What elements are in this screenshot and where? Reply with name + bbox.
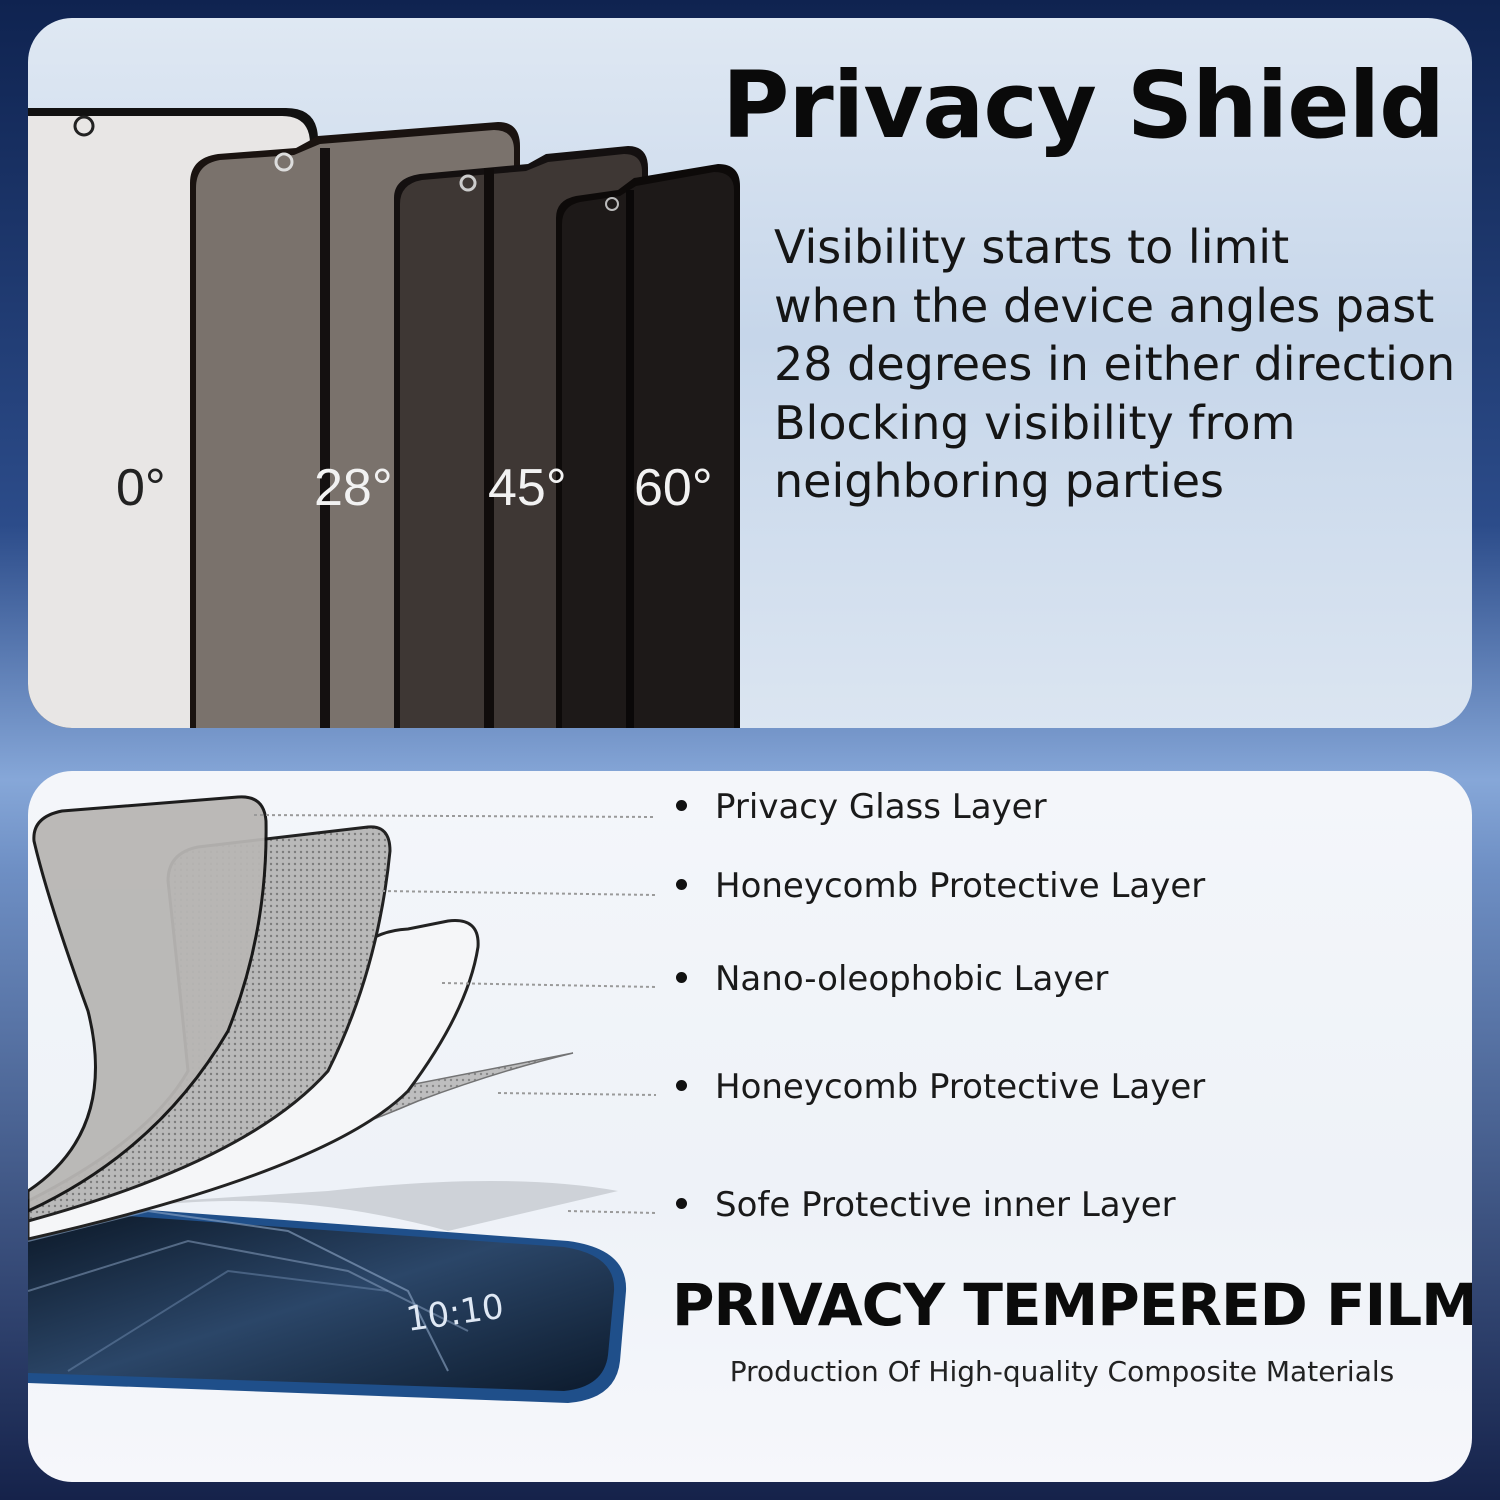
layer-label: Honeycomb Protective Layer	[715, 866, 1206, 906]
description-line: Blocking visibility from	[774, 395, 1296, 450]
film-title: PRIVACY TEMPERED FILM	[672, 1271, 1472, 1339]
privacy-shield-title: Privacy Shield	[722, 52, 1445, 159]
angle-label-45: 45°	[488, 459, 567, 517]
bullet-dot-icon	[676, 879, 687, 890]
angle-label-28: 28°	[314, 459, 393, 517]
layer-label: Sofe Protective inner Layer	[715, 1185, 1176, 1225]
film-subtitle: Production Of High-quality Composite Mat…	[729, 1355, 1395, 1388]
bullet-dot-icon	[676, 1198, 687, 1209]
description-line: 28 degrees in either direction	[774, 337, 1456, 391]
list-item: Nano-oleophobic Layer	[676, 959, 1108, 999]
bullet-dot-icon	[676, 800, 687, 811]
description-line: Visibility starts to limit	[774, 220, 1290, 274]
tempered-film-panel: 10:10 Privacy Glass Layer Honeycomb Prot…	[28, 771, 1472, 1482]
angle-label-0: 0°	[116, 459, 166, 517]
description-line: when the device angles past	[774, 278, 1435, 333]
layer-label: Honeycomb Protective Layer	[715, 1067, 1206, 1107]
privacy-shield-panel: 0° 28° 45° 60° Privacy Shield Visibility…	[28, 18, 1472, 728]
phone-base: 10:10	[28, 1201, 627, 1403]
list-item: Honeycomb Protective Layer	[676, 866, 1205, 906]
soft-inner-layer	[28, 1181, 618, 1231]
camera-hole-icon	[274, 152, 294, 172]
privacy-angle-illustration	[28, 108, 740, 728]
layer-label: Privacy Glass Layer	[715, 787, 1047, 827]
camera-hole-icon	[605, 197, 619, 211]
phone-60-degree	[556, 164, 740, 728]
list-item: Privacy Glass Layer	[676, 787, 1047, 827]
bullet-dot-icon	[676, 1080, 687, 1091]
film-layers-illustration: 10:10	[28, 795, 657, 1403]
privacy-glass-layer	[28, 795, 268, 1213]
camera-hole-icon	[459, 174, 477, 192]
layer-label: Nano-oleophobic Layer	[715, 959, 1109, 999]
list-item: Honeycomb Protective Layer	[676, 1067, 1205, 1107]
description-line: neighboring parties	[774, 454, 1224, 508]
camera-hole-icon	[73, 115, 95, 137]
bullet-dot-icon	[676, 972, 687, 983]
leader-lines	[253, 814, 657, 1214]
list-item: Sofe Protective inner Layer	[676, 1185, 1176, 1225]
privacy-description: Visibility starts to limit when the devi…	[774, 218, 1464, 511]
angle-label-60: 60°	[634, 459, 713, 517]
